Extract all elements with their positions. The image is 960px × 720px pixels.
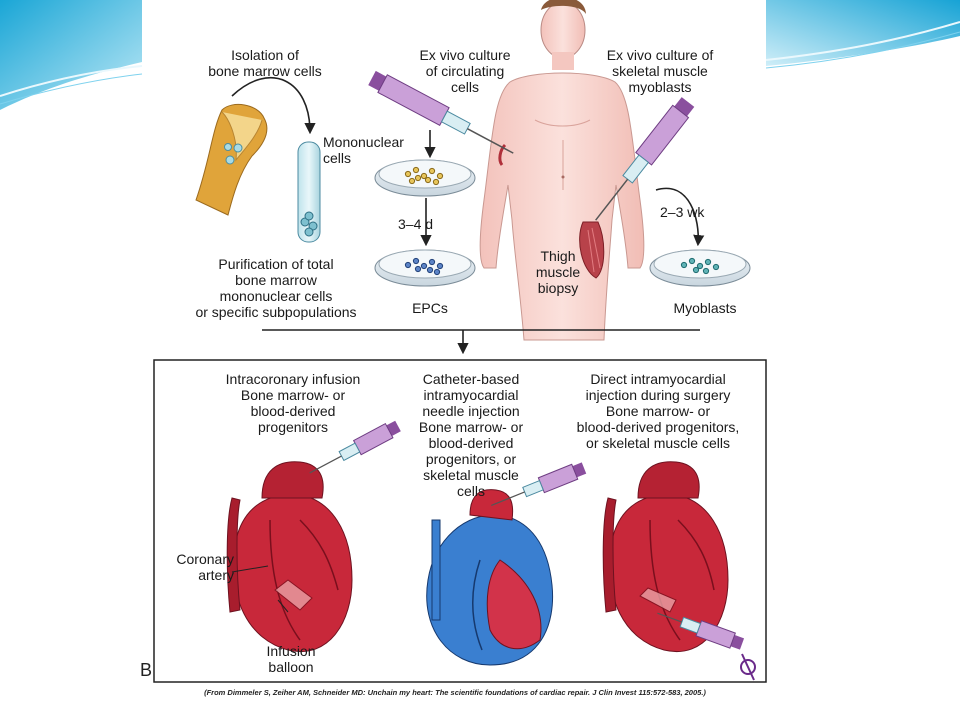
heart-right bbox=[602, 461, 729, 652]
label-weeks: 2–3 wk bbox=[660, 204, 705, 220]
left-swoosh bbox=[0, 0, 142, 110]
right-swoosh bbox=[766, 0, 960, 66]
myoblast-dish bbox=[649, 249, 751, 287]
arrow-bone-to-tube bbox=[231, 77, 316, 135]
epc-dish bbox=[374, 249, 476, 287]
human-body bbox=[479, 0, 645, 341]
syringe-myoblast bbox=[595, 97, 695, 221]
label-direct: Direct intramyocardial injection during … bbox=[576, 371, 740, 451]
bottom-panel-frame bbox=[153, 359, 767, 683]
citation: (From Dimmeler S, Zeiher AM, Schneider M… bbox=[204, 688, 706, 697]
label-thigh: Thigh muscle biopsy bbox=[535, 248, 581, 296]
arrow-muscle-to-myoblast bbox=[655, 187, 705, 247]
label-catheter: Catheter-based intramyocardial needle in… bbox=[418, 371, 524, 499]
syringe-heart-left bbox=[309, 420, 401, 474]
syringe-heart-right bbox=[657, 612, 745, 650]
label-skeletal-culture: Ex vivo culture of skeletal muscle myobl… bbox=[606, 47, 714, 95]
label-myoblasts: Myoblasts bbox=[673, 300, 737, 316]
label-intracoronary: Intracoronary infusion Bone marrow- or b… bbox=[225, 371, 361, 435]
mononuclear-dish bbox=[374, 159, 476, 197]
label-bone-marrow-isolation: Isolation of bone marrow cells bbox=[208, 47, 322, 79]
heart-middle bbox=[426, 489, 554, 666]
label-circulating-culture: Ex vivo culture of circulating cells bbox=[419, 47, 511, 95]
label-mononuclear: Mononuclear cells bbox=[323, 134, 404, 166]
syringe-circulating bbox=[368, 70, 514, 154]
label-infusion-balloon: Infusion balloon bbox=[266, 643, 316, 675]
label-coronary-artery: Coronary artery bbox=[176, 551, 234, 583]
syringe-heart-middle bbox=[491, 462, 587, 507]
label-epcs: EPCs bbox=[412, 300, 448, 316]
panel-letter: B bbox=[140, 660, 153, 680]
label-purification: Purification of total bone marrow mononu… bbox=[195, 256, 357, 320]
heart-left bbox=[226, 461, 353, 652]
thigh-muscle bbox=[579, 221, 605, 279]
test-tube bbox=[297, 141, 321, 243]
label-days: 3–4 d bbox=[398, 216, 434, 232]
publisher-logo bbox=[740, 653, 756, 681]
bone-illustration bbox=[195, 103, 268, 216]
